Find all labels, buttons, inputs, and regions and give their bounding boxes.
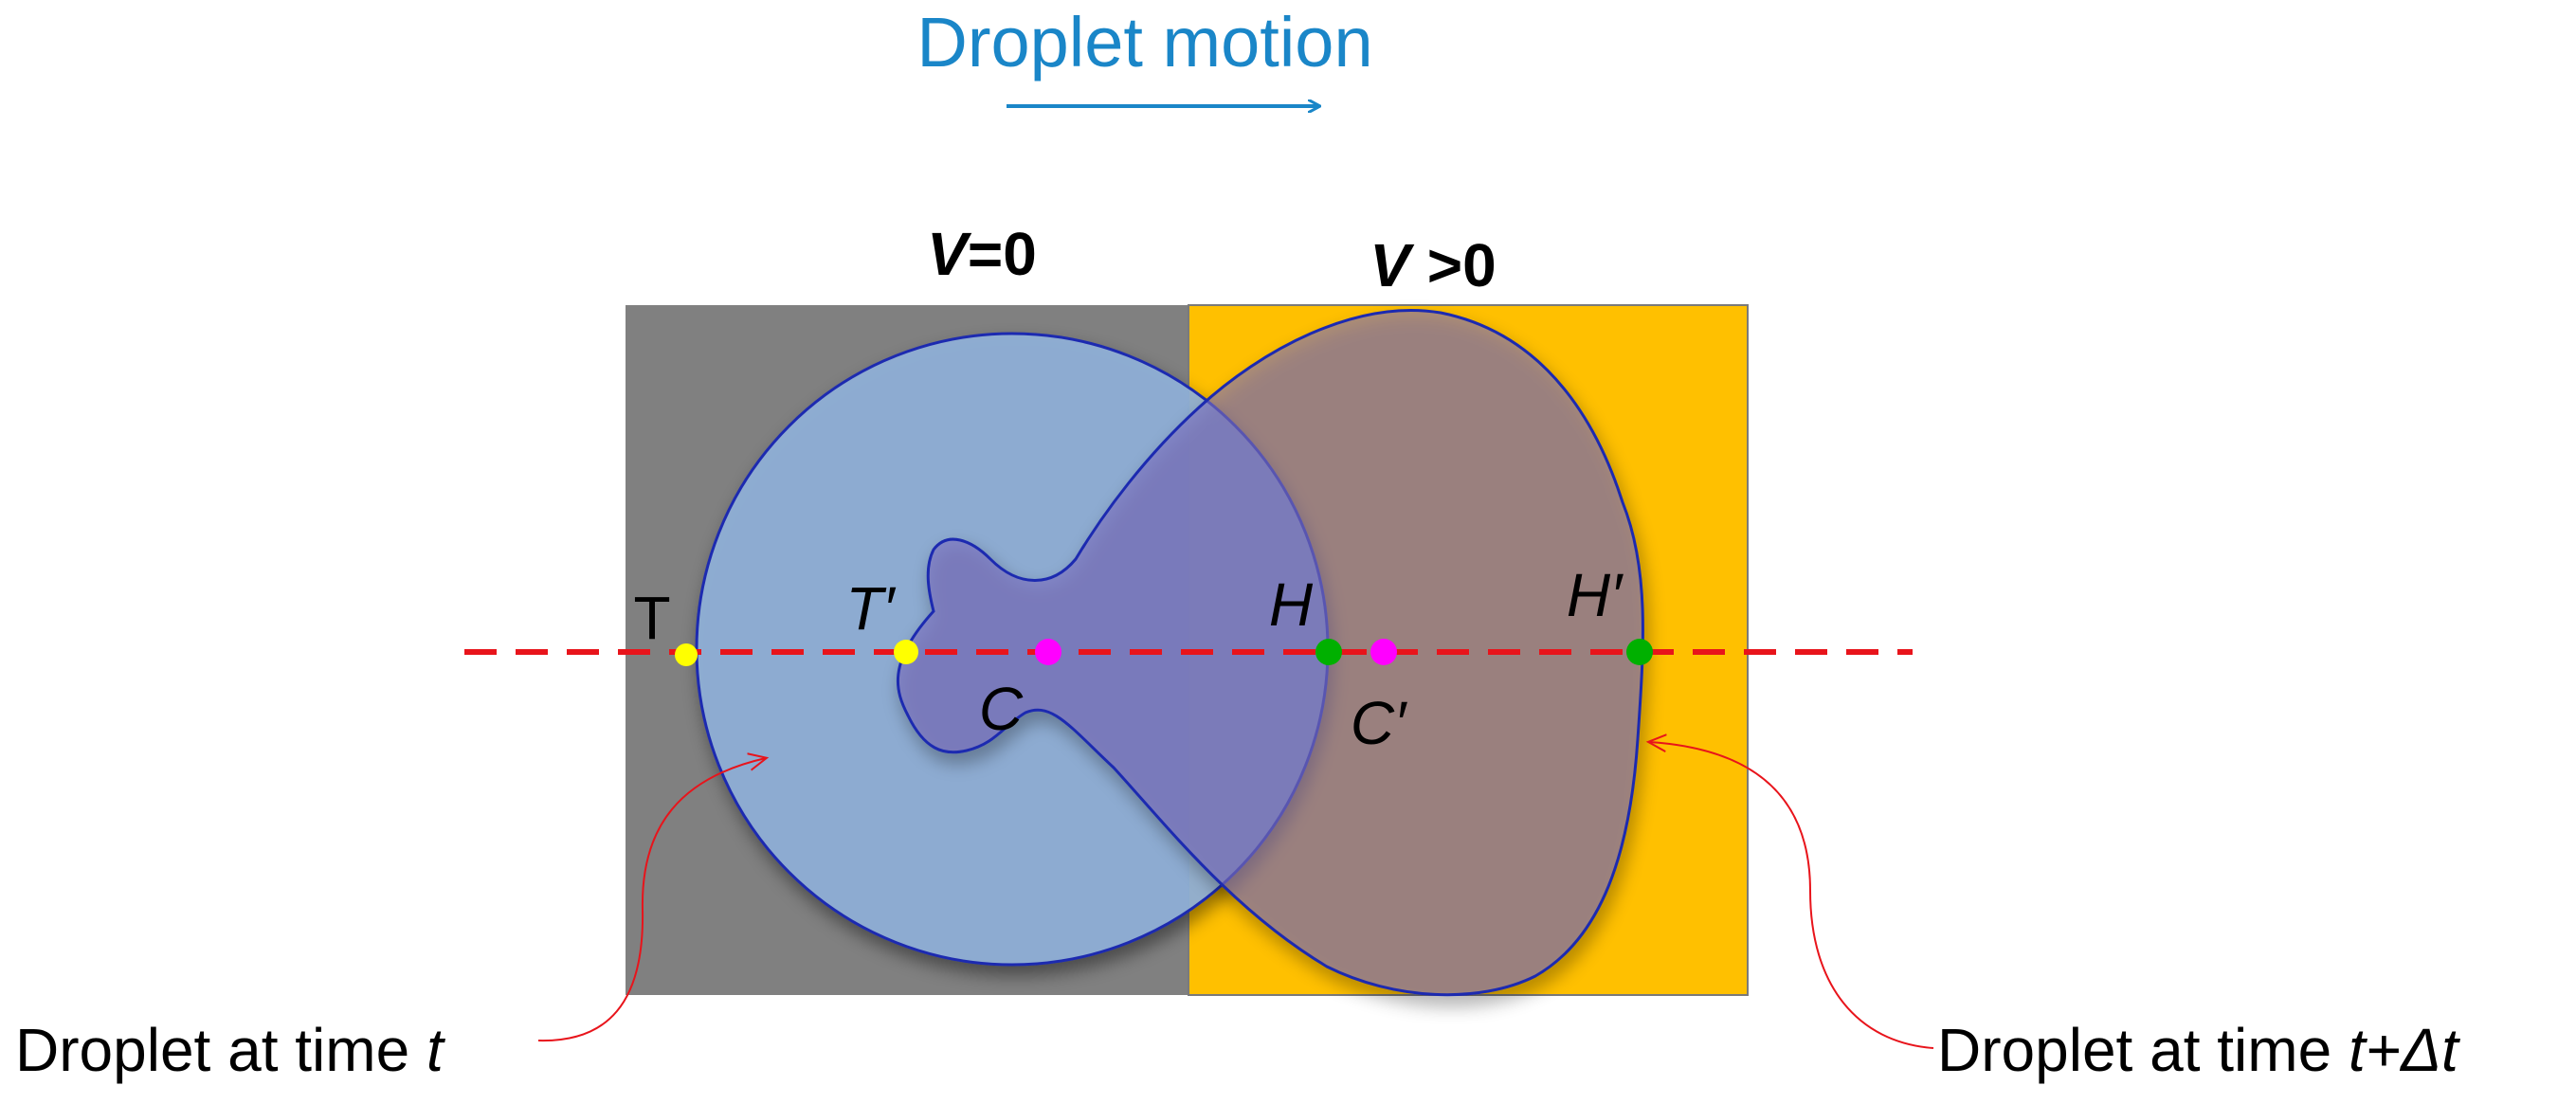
caption-droplet-t: Droplet at time t	[15, 1016, 445, 1084]
motion-title: Droplet motion	[916, 3, 1372, 81]
label-H-prime: H′	[1567, 561, 1624, 629]
point-C-prime	[1370, 639, 1397, 665]
pointer-left	[537, 758, 766, 1042]
point-T-prime	[894, 640, 918, 664]
label-T: T	[633, 584, 670, 652]
point-C	[1035, 639, 1061, 665]
droplet-at-t-plus-dt	[896, 309, 1644, 997]
pointer-right	[1649, 742, 1934, 1049]
label-T-prime: T′	[845, 574, 896, 642]
caption-droplet-t-dt: Droplet at time t+Δt	[1937, 1016, 2460, 1084]
region-left-label: V=0	[927, 220, 1037, 288]
point-H	[1315, 639, 1342, 665]
point-T	[675, 643, 698, 666]
region-right-label: V >0	[1370, 231, 1496, 299]
point-H-prime	[1626, 639, 1653, 665]
label-C: C	[979, 675, 1024, 743]
label-C-prime: C′	[1351, 689, 1407, 757]
label-H: H	[1269, 570, 1314, 639]
